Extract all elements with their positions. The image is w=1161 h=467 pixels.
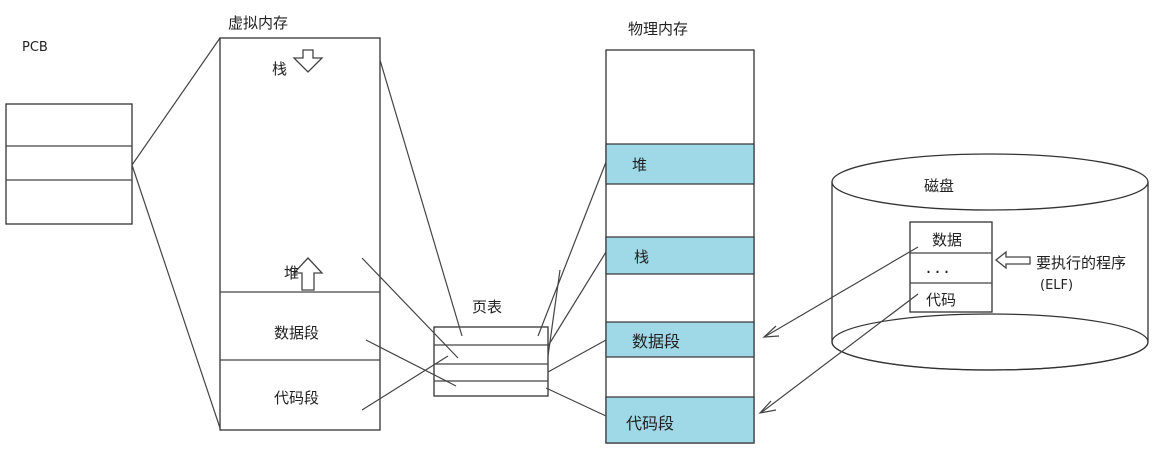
physical-memory-box	[605, 49, 755, 444]
pcb-table	[5, 103, 133, 225]
pcb-connectors	[131, 37, 221, 429]
disk-data-label: 数据	[932, 231, 963, 249]
physical-heap-label: 堆	[632, 156, 648, 174]
disk-label: 磁盘	[924, 177, 955, 195]
heap-grow-up-icon	[292, 257, 324, 291]
page-table-label: 页表	[472, 298, 503, 316]
virtual-memory-box	[219, 37, 381, 431]
virtual-data-segment-label: 数据段	[274, 324, 320, 342]
disk-program-table	[909, 221, 993, 313]
program-label: 要执行的程序	[1036, 254, 1127, 272]
elf-label: (ELF)	[1040, 278, 1074, 293]
virtual-heap-label: 堆	[284, 264, 300, 282]
virtual-code-segment-label: 代码段	[274, 389, 320, 407]
page-table-box	[433, 326, 549, 397]
physical-code-segment-label: 代码段	[626, 414, 675, 433]
virtual-stack-label: 栈	[272, 60, 288, 78]
disk-to-physical-arrows	[758, 246, 919, 414]
virtual-to-pagetable-lines	[361, 59, 463, 411]
physical-stack-label: 栈	[634, 248, 650, 266]
virtual-memory-title: 虚拟内存	[228, 14, 289, 32]
pagetable-to-physical-lines	[537, 161, 607, 417]
disk-ellipsis-label: ...	[924, 259, 952, 277]
physical-memory-title: 物理内存	[628, 20, 689, 38]
program-pointer-icon	[994, 250, 1031, 270]
physical-data-segment-label: 数据段	[632, 332, 681, 351]
pcb-label: PCB	[22, 40, 48, 55]
disk-code-label: 代码	[926, 291, 957, 309]
stack-grow-down-icon	[292, 49, 324, 73]
